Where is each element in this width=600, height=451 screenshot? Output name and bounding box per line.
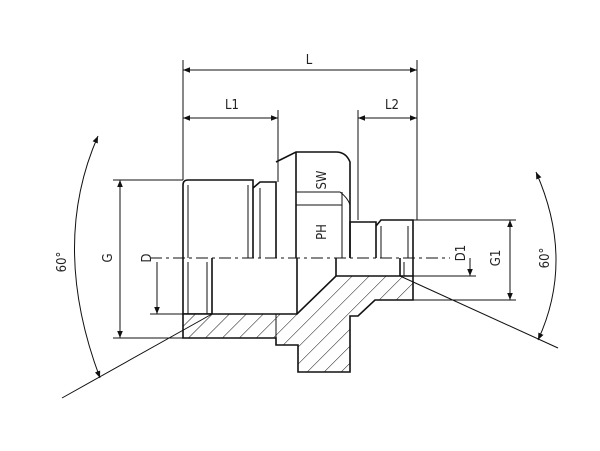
label-g1: G1 [489, 250, 504, 267]
label-g: G [101, 253, 116, 262]
label-sw: SW [315, 170, 330, 189]
label-d1: D1 [454, 245, 469, 261]
angle-left: 60° [55, 135, 213, 399]
dimension-d: D [140, 253, 183, 315]
label-angle-right: 60° [538, 248, 553, 269]
part-section [182, 258, 414, 373]
label-ph: PH [315, 224, 330, 240]
dimension-g1: G1 [413, 219, 516, 301]
dimension-g: G [101, 179, 183, 339]
label-d: D [140, 253, 155, 262]
label-l2: L2 [385, 98, 399, 113]
part-outline [182, 151, 414, 258]
angle-right: 60° [399, 171, 559, 349]
label-l1: L1 [225, 98, 239, 113]
label-angle-left: 60° [55, 252, 70, 273]
dimension-d1: D1 [413, 245, 476, 277]
dimension-l1: L1 [183, 98, 279, 182]
label-l: L [306, 53, 313, 68]
dimension-l: L [182, 53, 418, 220]
dimension-l2: L2 [357, 98, 417, 220]
